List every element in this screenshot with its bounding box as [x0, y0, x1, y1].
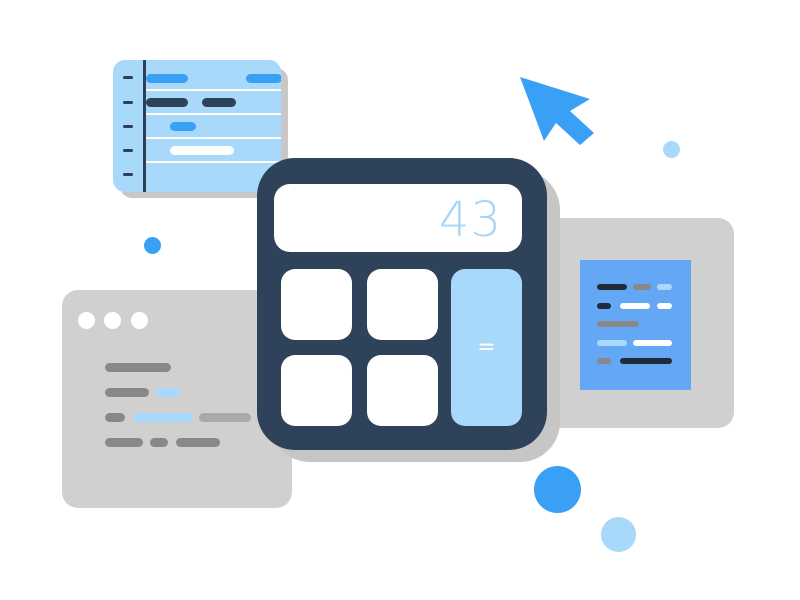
calculator-display: 43 — [274, 184, 522, 252]
doc-line — [597, 284, 627, 290]
doc-line — [633, 340, 672, 346]
calculator-key[interactable] — [367, 269, 438, 340]
calculator-key[interactable] — [281, 355, 352, 426]
document-page — [580, 260, 691, 390]
code-line — [176, 438, 220, 447]
equals-label: = — [477, 335, 496, 360]
list-rule — [146, 113, 281, 115]
list-divider — [143, 60, 146, 192]
gantt-bar — [146, 74, 188, 83]
calculator-key[interactable] — [281, 269, 352, 340]
doc-line — [657, 303, 672, 309]
window-dot — [78, 312, 95, 329]
code-line — [133, 413, 193, 422]
code-window-card — [62, 290, 292, 508]
equals-key[interactable]: = — [451, 269, 522, 426]
gantt-bar — [170, 146, 234, 155]
calculator: 43 = — [257, 158, 547, 450]
code-line — [150, 438, 168, 447]
list-tick — [123, 101, 133, 104]
gantt-bar — [146, 98, 188, 107]
gantt-bar — [202, 98, 236, 107]
code-line — [105, 388, 149, 397]
window-dot — [131, 312, 148, 329]
doc-line — [597, 303, 611, 309]
list-tick — [123, 173, 133, 176]
list-tick — [123, 125, 133, 128]
code-line — [105, 413, 125, 422]
decor-circle — [663, 141, 680, 158]
decor-circle — [144, 237, 161, 254]
list-rule — [146, 137, 281, 139]
gantt-bar — [170, 122, 196, 131]
doc-line — [657, 284, 672, 290]
code-line — [105, 363, 171, 372]
list-rule — [146, 89, 281, 91]
code-line — [105, 438, 143, 447]
list-tick — [123, 149, 133, 152]
doc-line — [597, 358, 611, 364]
doc-line — [633, 284, 651, 290]
list-tick — [123, 76, 133, 79]
pointer-arrow-icon — [520, 77, 594, 145]
doc-line — [597, 321, 639, 327]
code-line — [156, 388, 180, 397]
decor-circle — [534, 466, 581, 513]
gantt-list-card — [113, 60, 281, 192]
gantt-bar — [246, 74, 281, 83]
doc-line — [620, 303, 650, 309]
list-rule — [146, 161, 281, 163]
doc-line — [597, 340, 627, 346]
window-dot — [104, 312, 121, 329]
code-line — [199, 413, 251, 422]
decor-circle — [601, 517, 636, 552]
display-value: 43 — [438, 192, 502, 248]
doc-line — [620, 358, 672, 364]
calculator-key[interactable] — [367, 355, 438, 426]
